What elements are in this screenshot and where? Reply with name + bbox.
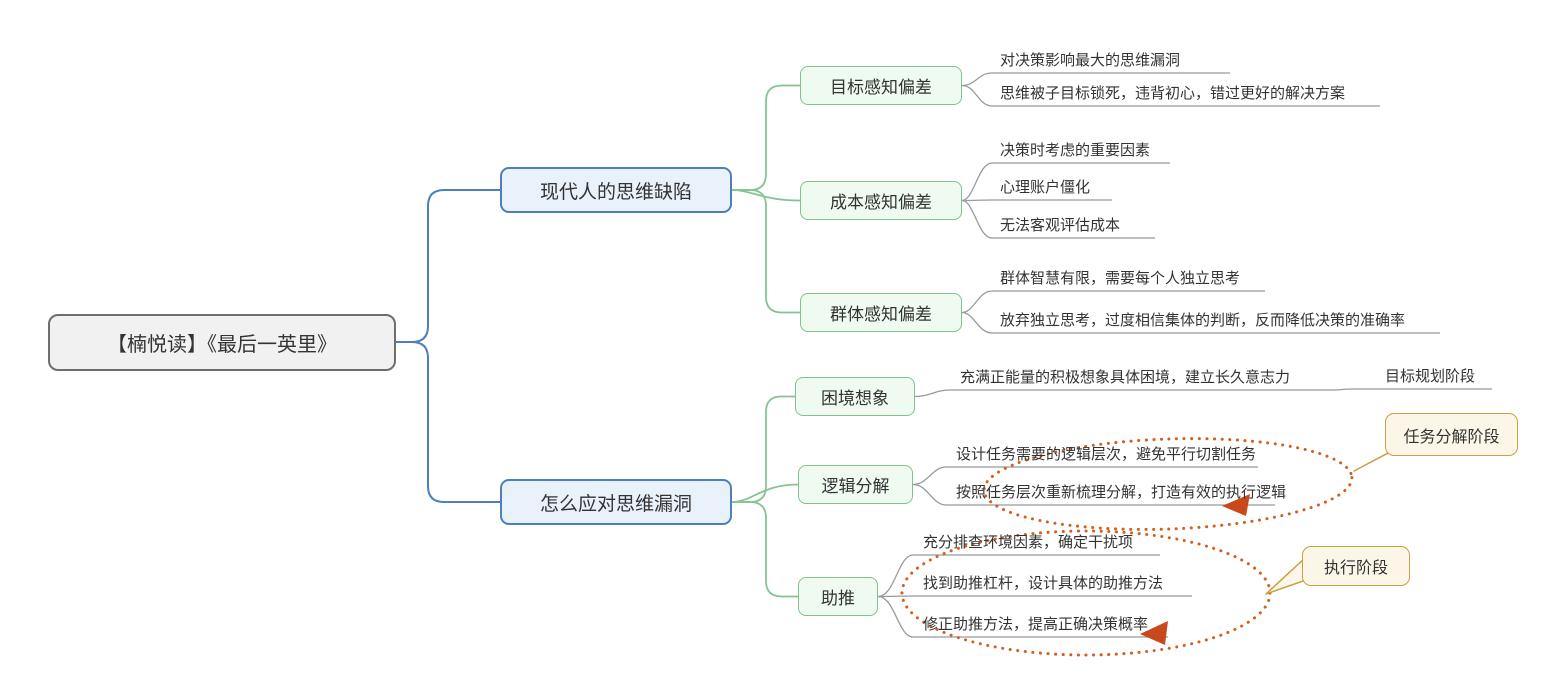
leaf-group-2[interactable]: 放弃独立思考，过度相信集体的判断，反而降低决策的准确率 bbox=[1000, 312, 1406, 329]
leafline-nudge-3 bbox=[877, 595, 1168, 638]
leafline-logic-1 bbox=[912, 466, 1258, 486]
leafline-cost-1 bbox=[961, 162, 1170, 202]
callout-task-decomposition-stage[interactable]: 任务分解阶段 bbox=[1385, 413, 1518, 456]
dotted-ellipse-task-decomposition[interactable] bbox=[982, 433, 1354, 536]
arrowhead-execution bbox=[1140, 621, 1168, 645]
connector-branch1-sub1 bbox=[732, 84, 800, 191]
leaf-group-1[interactable]: 群体智慧有限，需要每个人独立思考 bbox=[1000, 270, 1241, 287]
subtopic-goal-bias-label: 目标感知偏差 bbox=[830, 78, 932, 97]
leaf-goal-2[interactable]: 思维被子目标锁死，违背初心，错过更好的解决方案 bbox=[1000, 85, 1346, 102]
leaf-imagine-1[interactable]: 充满正能量的积极想象具体困境，建立长久意志力 bbox=[960, 369, 1291, 386]
branch-thinking-defects-label: 现代人的思维缺陷 bbox=[539, 181, 692, 203]
connector-branch2-sub3 bbox=[732, 501, 798, 598]
callout-execution-stage-label: 执行阶段 bbox=[1323, 560, 1388, 577]
leaf-goal-planning-stage[interactable]: 目标规划阶段 bbox=[1385, 368, 1476, 385]
root-topic-label: 【楠悦读】《最后一英里》 bbox=[107, 334, 337, 356]
branch-coping-methods[interactable]: 怎么应对思维漏洞 bbox=[500, 479, 732, 525]
leaf-nudge-2[interactable]: 找到助推杠杆，设计具体的助推方法 bbox=[923, 575, 1164, 592]
subtopic-cost-bias-label: 成本感知偏差 bbox=[830, 193, 932, 212]
callout-execution-stage[interactable]: 执行阶段 bbox=[1302, 546, 1410, 586]
leafline-group-1 bbox=[961, 290, 1265, 314]
leaf-cost-2[interactable]: 心理账户僵化 bbox=[1000, 179, 1091, 196]
subtopic-logic-decomposition-label: 逻辑分解 bbox=[821, 477, 890, 496]
subtopic-logic-decomposition[interactable]: 逻辑分解 bbox=[798, 465, 913, 504]
leaf-cost-1[interactable]: 决策时考虑的重要因素 bbox=[1000, 142, 1151, 159]
branch-coping-methods-label: 怎么应对思维漏洞 bbox=[539, 493, 692, 515]
subtopic-group-bias-label: 群体感知偏差 bbox=[830, 305, 932, 324]
leafline-nudge-2 bbox=[877, 595, 1192, 598]
subtopic-imagine-difficulty-label: 困境想象 bbox=[821, 389, 889, 408]
leafline-goal-1 bbox=[961, 72, 1230, 87]
leafline-nudge-1 bbox=[877, 554, 1160, 598]
callout-tail-execution bbox=[1265, 556, 1307, 595]
connector-branch1-sub3 bbox=[732, 189, 800, 314]
leafline-cost-2 bbox=[961, 199, 1112, 202]
leafline-imagine-1 bbox=[914, 389, 1332, 398]
leaf-cost-3[interactable]: 无法客观评估成本 bbox=[1000, 217, 1121, 234]
leafline-group-2 bbox=[961, 311, 1440, 334]
callout-task-decomposition-stage-label: 任务分解阶段 bbox=[1403, 428, 1500, 446]
leaf-goal-1[interactable]: 对决策影响最大的思维漏洞 bbox=[1000, 52, 1181, 69]
leaf-nudge-3[interactable]: 修正助推方法，提高正确决策概率 bbox=[923, 616, 1149, 633]
root-topic[interactable]: 【楠悦读】《最后一英里》 bbox=[48, 314, 396, 371]
connector-branch1-sub2 bbox=[731, 189, 801, 202]
branch-thinking-defects[interactable]: 现代人的思维缺陷 bbox=[500, 167, 732, 213]
subtopic-nudge-label: 助推 bbox=[821, 589, 855, 608]
leaf-nudge-1[interactable]: 充分排查环境因素，确定干扰项 bbox=[923, 534, 1134, 551]
connector-root-branch2 bbox=[396, 341, 500, 503]
leafline-imagine-stage bbox=[1331, 388, 1492, 391]
leafline-logic-2 bbox=[912, 483, 1275, 506]
leaf-logic-1[interactable]: 设计任务需要的逻辑层次，避免平行切割任务 bbox=[956, 446, 1257, 463]
subtopic-imagine-difficulty[interactable]: 困境想象 bbox=[795, 377, 915, 416]
arrowhead-task-decomposition bbox=[1222, 494, 1250, 516]
subtopic-goal-bias[interactable]: 目标感知偏差 bbox=[800, 66, 962, 105]
connector-root-branch1 bbox=[396, 189, 500, 343]
subtopic-cost-bias[interactable]: 成本感知偏差 bbox=[800, 181, 962, 220]
leaf-logic-2[interactable]: 按照任务层次重新梳理分解，打造有效的执行逻辑 bbox=[956, 484, 1287, 501]
subtopic-group-bias[interactable]: 群体感知偏差 bbox=[800, 293, 962, 332]
subtopic-nudge[interactable]: 助推 bbox=[798, 577, 878, 616]
leafline-goal-2 bbox=[961, 84, 1380, 107]
leafline-cost-3 bbox=[961, 199, 1155, 239]
connector-branch2-sub1 bbox=[732, 395, 795, 503]
